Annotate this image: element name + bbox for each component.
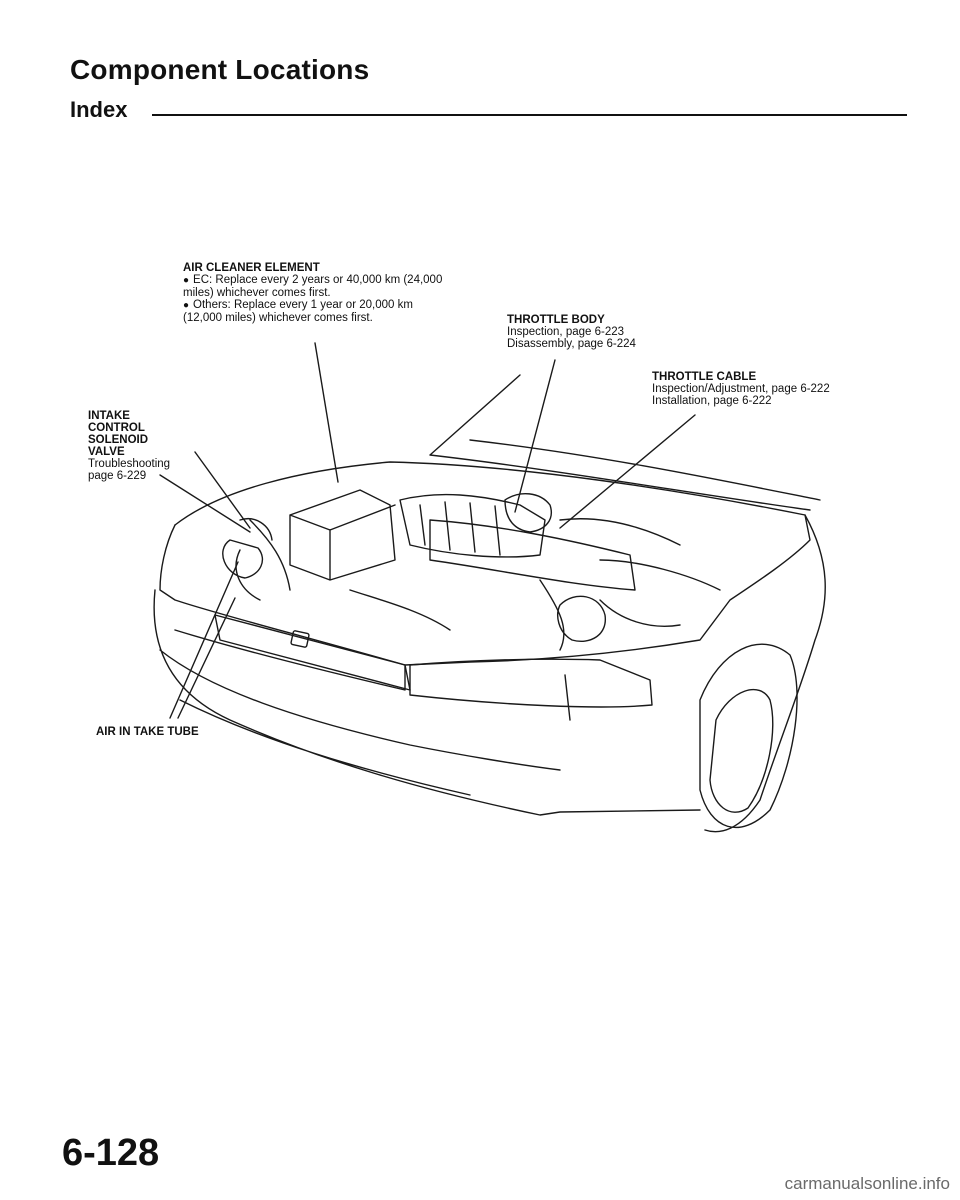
intake-tube	[222, 518, 273, 579]
intake-manifold	[399, 493, 546, 558]
callout-throttle-cable-title: THROTTLE CABLE	[652, 371, 757, 383]
emblem	[290, 630, 310, 648]
leader-throttle-body	[514, 359, 556, 513]
callout-solenoid-title3: SOLENOID	[88, 434, 149, 446]
page-number: 6-128	[62, 1132, 160, 1174]
callout-throttle-body-line1: Inspection, page 6-223	[507, 326, 625, 338]
wheel	[709, 689, 774, 813]
engine-hoses	[235, 518, 721, 651]
leader-intake-tube	[169, 561, 239, 719]
valve-cover	[429, 519, 636, 591]
leader-air-cleaner	[314, 342, 339, 483]
front-bumper	[153, 589, 701, 816]
section-subtitle: Index	[70, 97, 128, 122]
callout-solenoid-title1: INTAKE	[88, 410, 130, 422]
callout-throttle-cable-line2: Installation, page 6-222	[652, 395, 772, 407]
callout-throttle-body-line2: Disassembly, page 6-224	[507, 338, 636, 350]
callout-intake-control-solenoid-valve: INTAKE CONTROL SOLENOID VALVE Troublesho…	[88, 410, 170, 482]
callout-solenoid-title4: VALVE	[88, 446, 125, 458]
callout-solenoid-line2: page 6-229	[88, 470, 147, 482]
headlight	[409, 658, 653, 721]
callout-air-intake-tube-title: AIR IN TAKE TUBE	[96, 726, 199, 738]
callout-air-cleaner-line2: miles) whichever comes first.	[183, 287, 331, 299]
callout-air-cleaner-line3: Others: Replace every 1 year or 20,000 k…	[183, 299, 442, 312]
callout-throttle-cable: THROTTLE CABLE Inspection/Adjustment, pa…	[652, 371, 830, 407]
fender-outline	[704, 514, 826, 833]
leader-solenoid	[159, 451, 251, 533]
alternator	[557, 595, 606, 642]
callout-air-cleaner-line1: EC: Replace every 2 years or 40,000 km (…	[183, 274, 442, 287]
leader-throttle-cable	[559, 414, 696, 529]
callout-air-intake-tube: AIR IN TAKE TUBE	[96, 726, 199, 738]
watermark-text: carmanualsonline.info	[784, 1174, 950, 1193]
callout-solenoid-line1: Troubleshooting	[88, 458, 171, 470]
callout-solenoid-title2: CONTROL	[88, 422, 145, 434]
wheel-arch	[699, 643, 798, 829]
car-body-outline	[174, 461, 811, 666]
page-title: Component Locations	[70, 54, 370, 85]
front-fascia-top	[159, 524, 406, 691]
callout-air-cleaner-element: AIR CLEANER ELEMENT EC: Replace every 2 …	[183, 262, 442, 324]
hood-outline	[429, 374, 821, 511]
callout-air-cleaner-title: AIR CLEANER ELEMENT	[183, 262, 320, 274]
grille	[214, 614, 411, 691]
callout-throttle-body: THROTTLE BODY Inspection, page 6-223 Dis…	[507, 314, 636, 350]
throttle-body	[504, 493, 552, 533]
callout-throttle-cable-line1: Inspection/Adjustment, page 6-222	[652, 383, 830, 395]
callout-air-cleaner-line4: (12,000 miles) whichever comes first.	[183, 312, 373, 324]
callout-throttle-body-title: THROTTLE BODY	[507, 314, 605, 326]
air-cleaner-box	[289, 489, 396, 581]
header-rule	[152, 114, 907, 116]
